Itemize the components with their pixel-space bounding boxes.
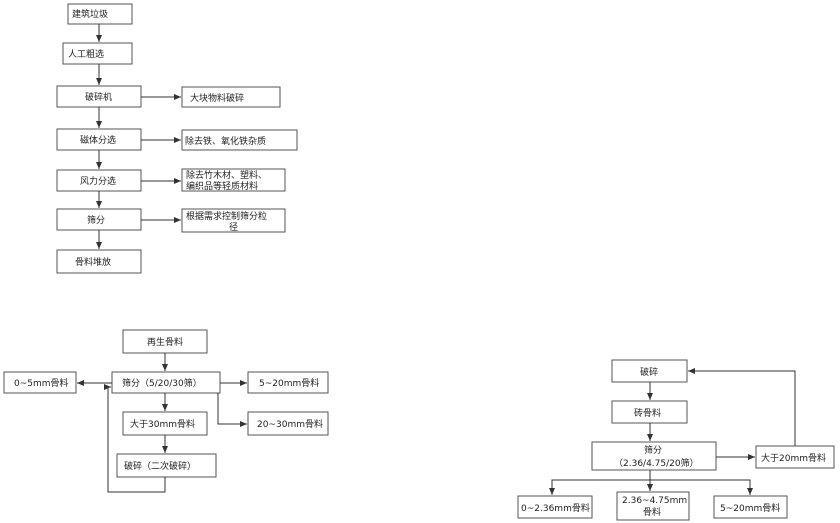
svg-text:筛分: 筛分: [644, 444, 662, 456]
svg-text:风力分选: 风力分选: [80, 175, 116, 187]
arrow-screen-to-out1: [549, 470, 651, 495]
svg-text:破碎（二次破碎）: 破碎（二次破碎）: [124, 460, 196, 472]
svg-text:5~20mm骨料: 5~20mm骨料: [720, 502, 780, 514]
note-crusher: 大块物料破碎: [181, 86, 281, 108]
svg-text:破碎机: 破碎机: [85, 91, 112, 103]
svg-text:根据需求控制筛分粒: 根据需求控制筛分粒: [186, 210, 267, 222]
arrow-screen-to-out3: [650, 479, 753, 495]
node-secondary-crushing: 破碎（二次破碎）: [116, 453, 217, 478]
svg-text:编织品等轻质材料: 编织品等轻质材料: [186, 180, 258, 192]
node-screening-2.36-4.75-20: 筛分 （2.36/4.75/20筛）: [591, 441, 717, 471]
svg-text:0~2.36mm骨料: 0~2.36mm骨料: [521, 502, 590, 514]
node-brick-aggregate: 砖骨料: [611, 400, 688, 424]
step-screening: 筛分: [56, 208, 142, 231]
node-oversize-20mm: 大于20mm骨料: [755, 445, 835, 469]
node-crushing: 破碎: [611, 359, 688, 383]
svg-text:骨料: 骨料: [643, 506, 661, 518]
svg-text:5~20mm骨料: 5~20mm骨料: [259, 377, 319, 389]
node-oversize-30mm: 大于30mm骨料: [122, 411, 208, 436]
note-magnetic: 除去铁、氧化铁杂质: [181, 129, 298, 151]
step-crusher: 破碎机: [56, 85, 142, 108]
node-fine-0-5mm: 0~5mm骨料: [3, 371, 77, 394]
svg-text:砖骨料: 砖骨料: [634, 407, 661, 419]
svg-text:大于20mm骨料: 大于20mm骨料: [761, 452, 826, 464]
svg-text:径: 径: [229, 221, 238, 233]
svg-text:除去竹木材、塑料、: 除去竹木材、塑料、: [186, 169, 267, 181]
arrow-recrush-loop: [104, 384, 166, 493]
node-mid-5-20mm: 5~20mm骨料: [247, 371, 329, 394]
node-out-5-20mm: 5~20mm骨料: [713, 495, 788, 519]
svg-text:磁体分选: 磁体分选: [80, 134, 116, 146]
flow-recycled-aggregate-screening: 再生骨料 筛分（5/20/30筛） 0~5mm骨料 5~20mm骨料 20~30…: [3, 329, 329, 493]
node-out-0-2.36mm: 0~2.36mm骨料: [517, 495, 593, 519]
step-magnetic-separation: 磁体分选: [56, 128, 142, 151]
note-screening: 根据需求控制筛分粒 径: [181, 208, 286, 233]
step-manual-sorting: 人工粗选: [62, 42, 133, 65]
step-construction-waste: 建筑垃圾: [67, 3, 133, 25]
svg-text:2.36~4.75mm: 2.36~4.75mm: [622, 496, 687, 506]
svg-text:大块物料破碎: 大块物料破碎: [190, 92, 244, 104]
node-coarse-20-30mm: 20~30mm骨料: [247, 411, 329, 436]
flow-brick-aggregate: 破碎 砖骨料 筛分 （2.36/4.75/20筛） 大于20mm骨料 0~2.3…: [517, 359, 835, 521]
svg-text:筛分（5/20/30筛）: 筛分（5/20/30筛）: [122, 377, 202, 389]
note-wind: 除去竹木材、塑料、 编织品等轻质材料: [181, 168, 286, 192]
step-aggregate-stockpile: 骨料堆放: [56, 249, 142, 274]
svg-text:除去铁、氧化铁杂质: 除去铁、氧化铁杂质: [185, 135, 266, 147]
arrow-screen-to-coarse: [217, 393, 247, 427]
node-screening-5-20-30: 筛分（5/20/30筛）: [111, 371, 221, 394]
svg-text:破碎: 破碎: [640, 366, 658, 378]
svg-text:筛分: 筛分: [87, 214, 105, 226]
svg-text:骨料堆放: 骨料堆放: [75, 256, 111, 268]
node-out-2.36-4.75mm: 2.36~4.75mm 骨料: [616, 491, 690, 521]
svg-text:0~5mm骨料: 0~5mm骨料: [14, 377, 69, 389]
svg-text:人工粗选: 人工粗选: [68, 48, 104, 60]
svg-text:20~30mm骨料: 20~30mm骨料: [257, 418, 323, 430]
svg-text:再生骨料: 再生骨料: [147, 336, 183, 348]
flow-recycling-process: 建筑垃圾 人工粗选 破碎机 磁体分选 风力分选 筛分 骨料堆放 大: [56, 3, 298, 274]
step-wind-separation: 风力分选: [56, 169, 142, 192]
svg-text:建筑垃圾: 建筑垃圾: [72, 8, 108, 20]
svg-text:大于30mm骨料: 大于30mm骨料: [130, 418, 195, 430]
arrow-oversize-loop: [688, 368, 796, 446]
svg-text:（2.36/4.75/20筛）: （2.36/4.75/20筛）: [614, 457, 699, 469]
node-recycled-aggregate: 再生骨料: [122, 329, 208, 354]
